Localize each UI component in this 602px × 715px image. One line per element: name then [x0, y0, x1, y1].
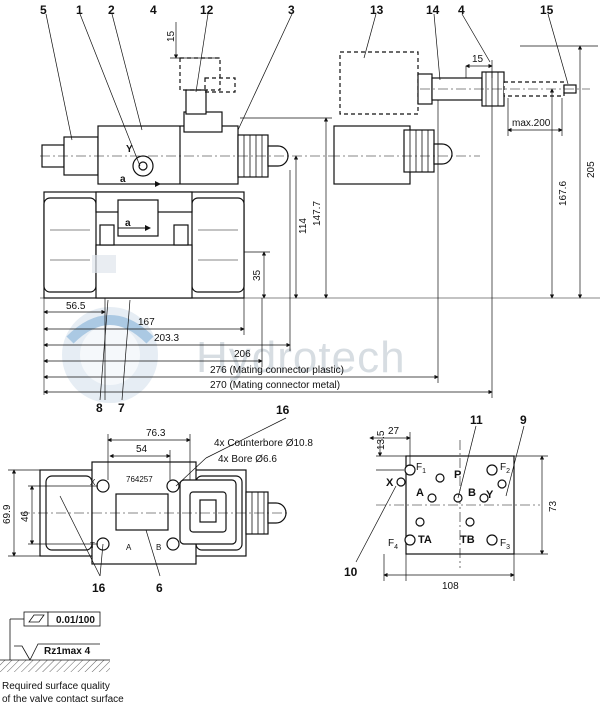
- callout-4-right: 4: [458, 3, 465, 17]
- callout-5: 5: [40, 3, 47, 17]
- port-ta: TA: [418, 534, 432, 546]
- dim-167: 167: [138, 317, 155, 328]
- dim-max200: max.200: [512, 118, 551, 129]
- dim-167-6: 167.6: [558, 181, 569, 206]
- dim-54: 54: [136, 444, 148, 455]
- watermark-text: Hydrotech: [196, 333, 406, 382]
- callout-14: 14: [426, 3, 440, 17]
- surface-quality-symbol: [0, 611, 110, 672]
- callout-11: 11: [470, 413, 483, 427]
- callout-16-top: 16: [276, 403, 290, 417]
- top-dimension-texts: 15 15 max.200 205 167.6 147.7 114 35 56.…: [66, 30, 597, 391]
- plan-label-a: A: [126, 543, 132, 552]
- roughness-value: Rz1max 4: [44, 646, 91, 657]
- surface-caption-line1: Required surface quality: [2, 681, 110, 692]
- plan-label-x: X: [90, 478, 96, 487]
- dim-27: 27: [388, 426, 400, 437]
- callout-16-bottom: 16: [92, 581, 106, 595]
- valve-plan-view: [20, 461, 290, 565]
- port-f1: F1: [416, 462, 426, 475]
- port-pattern-dim-lines: [355, 425, 548, 581]
- port-p: P: [454, 469, 461, 481]
- port-a: A: [416, 487, 424, 499]
- surface-quality-text: 0.01/100 Rz1max 4: [44, 615, 95, 657]
- callout-9: 9: [520, 413, 527, 427]
- surface-caption-line2: of the valve contact surface: [2, 694, 124, 705]
- dim-147-7: 147.7: [312, 201, 323, 226]
- callout-3: 3: [288, 3, 295, 17]
- top-dimension-lines: [43, 22, 598, 401]
- port-tb: TB: [460, 534, 475, 546]
- dim-69-9: 69.9: [2, 504, 13, 524]
- top-callouts: 5 1 2 4 12 3 13 14 4 15 8 7: [40, 3, 554, 415]
- dim-270: 270 (Mating connector metal): [210, 380, 340, 391]
- port-f4: F4: [388, 538, 398, 551]
- solenoid-detail-view: [330, 51, 590, 185]
- note-counterbore: 4x Counterbore Ø10.8: [214, 438, 313, 449]
- port-pattern-view: [376, 440, 540, 568]
- callout-10: 10: [344, 565, 358, 579]
- port-x: X: [386, 477, 394, 489]
- port-y: Y: [486, 489, 494, 501]
- callout-15: 15: [540, 3, 554, 17]
- dim-203-3: 203.3: [154, 333, 179, 344]
- dim-15-top: 15: [166, 30, 177, 42]
- dim-76-3: 76.3: [146, 428, 166, 439]
- plan-label-b: B: [156, 543, 161, 552]
- symbol-y: Y: [126, 144, 133, 155]
- plan-dimension-texts: 76.3 54 69.9 46 4x Counterbore Ø10.8 4x …: [2, 403, 313, 595]
- valve-side-symbols: Y a a: [118, 144, 161, 231]
- callout-7: 7: [118, 401, 125, 415]
- plan-plate-id: 764257: [126, 475, 153, 484]
- top-callout-leaders: [45, 13, 569, 167]
- callout-4-left: 4: [150, 3, 157, 17]
- dim-276: 276 (Mating connector plastic): [210, 365, 344, 376]
- callout-12: 12: [200, 3, 214, 17]
- callout-6: 6: [156, 581, 163, 595]
- dim-13-5: 13.5: [376, 430, 387, 450]
- callout-2: 2: [108, 3, 115, 17]
- callout-1: 1: [76, 3, 83, 17]
- dim-205: 205: [586, 161, 597, 178]
- dim-73: 73: [548, 500, 559, 512]
- dim-56-5: 56.5: [66, 301, 86, 312]
- flatness-value: 0.01/100: [56, 615, 95, 626]
- callout-13: 13: [370, 3, 384, 17]
- dim-35: 35: [252, 269, 263, 281]
- port-f2: F2: [500, 462, 510, 475]
- note-bore: 4x Bore Ø6.6: [218, 454, 277, 465]
- dim-114: 114: [298, 218, 309, 234]
- symbol-a-lower: a: [125, 218, 131, 229]
- dim-46: 46: [20, 510, 31, 522]
- symbol-a-upper: a: [120, 174, 126, 185]
- surface-caption: Required surface quality of the valve co…: [2, 680, 124, 706]
- dim-206: 206: [234, 349, 251, 360]
- port-b: B: [468, 487, 476, 499]
- plan-label-t: T: [90, 541, 95, 550]
- plan-view-symbols: X T A B 764257: [90, 475, 161, 552]
- dim-108: 108: [442, 581, 459, 592]
- callout-8: 8: [96, 401, 103, 415]
- port-labels: X Y P A B TA TB F1 F2 F3 F4 13.5 27 73 1…: [344, 413, 559, 592]
- port-f3: F3: [500, 538, 510, 551]
- plan-dimension-lines: [8, 417, 287, 577]
- dim-15-right: 15: [472, 54, 484, 65]
